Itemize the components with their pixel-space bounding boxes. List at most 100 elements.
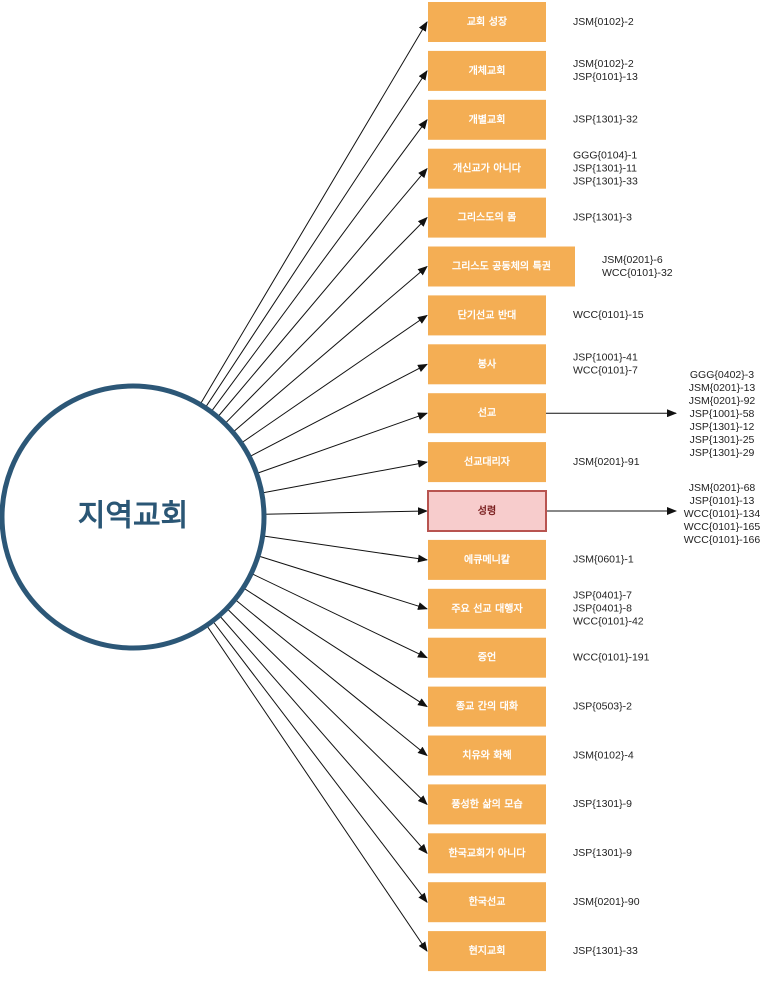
edge-line (219, 615, 428, 855)
edge-line (224, 216, 428, 425)
concept-node-label: 교회 성장 (467, 15, 508, 28)
edge-line (210, 118, 428, 413)
reference-code: JSP{0101}-13 (690, 495, 755, 507)
concept-node[interactable]: 개별교회 (428, 99, 546, 140)
reference-code: JSP{1301}-25 (690, 434, 755, 446)
reference-code: JSP{1301}-9 (573, 798, 632, 810)
reference-list: JSM{0201}-91 (573, 456, 640, 468)
concept-node-box (428, 588, 546, 629)
concept-node-label: 풍성한 삶의 모습 (451, 797, 522, 810)
edge-line (242, 587, 428, 708)
edge-line (199, 21, 428, 405)
concept-node-box (428, 735, 546, 776)
concept-node[interactable]: 선교 (428, 393, 546, 434)
reference-list: JSP{1301}-9 (573, 798, 632, 810)
concept-node[interactable]: 한국교회가 아니다 (428, 833, 546, 874)
reference-code: JSP{1001}-41 (573, 352, 638, 364)
concept-node[interactable]: 증언 (428, 637, 546, 678)
edge-line (204, 70, 428, 408)
reference-code: WCC{0101}-7 (573, 365, 638, 377)
reference-code: JSM{0201}-91 (573, 456, 640, 468)
concept-node-label: 성령 (478, 504, 496, 517)
edge-line (226, 608, 428, 806)
reference-code: JSP{1301}-33 (573, 175, 638, 187)
concept-node[interactable]: 봉사 (428, 344, 546, 385)
edge-line (212, 620, 428, 903)
concept-node-box (428, 148, 546, 189)
reference-list: JSP{1301}-33 (573, 945, 638, 957)
concept-node[interactable]: 풍성한 삶의 모습 (428, 784, 546, 825)
reference-list: JSP{1301}-32 (573, 114, 638, 126)
reference-code: JSM{0201}-6 (602, 254, 663, 266)
reference-code: GGG{0402}-3 (690, 369, 754, 381)
reference-code: WCC{0101}-191 (573, 651, 650, 663)
concept-node[interactable]: 그리스도 공동체의 특권 (428, 246, 575, 287)
concept-node[interactable]: 단기선교 반대 (428, 295, 546, 336)
edge-line (206, 625, 428, 952)
concept-node-box (428, 833, 546, 874)
concept-node[interactable]: 종교 간의 대화 (428, 686, 546, 727)
edge-line (262, 535, 428, 563)
reference-code: JSP{1301}-11 (573, 162, 637, 174)
concept-node[interactable]: 치유와 화해 (428, 735, 546, 776)
concept-node-label: 선교 (478, 406, 496, 419)
reference-code: JSP{0401}-7 (573, 590, 632, 602)
reference-code: JSP{0101}-13 (573, 71, 638, 83)
reference-list: JSP{0503}-2 (573, 700, 632, 712)
concept-node-box (428, 2, 546, 42)
edge-line (256, 412, 428, 474)
hub-node[interactable]: 지역교회 (0, 383, 267, 651)
reference-code: WCC{0101}-134 (684, 508, 761, 520)
reference-code: GGG{0104}-1 (573, 149, 637, 161)
concept-node[interactable]: 현지교회 (428, 931, 546, 972)
concept-node[interactable]: 에큐메니칼 (428, 539, 546, 580)
edge-line (261, 459, 428, 494)
concept-node[interactable]: 선교대리자 (428, 442, 546, 483)
reference-list: GGG{0402}-3JSM{0201}-13JSM{0201}-92JSP{1… (689, 369, 756, 459)
concept-node-label: 개신교가 아니다 (453, 162, 522, 175)
concept-node[interactable]: 한국선교 (428, 882, 546, 923)
concept-node-box (428, 393, 546, 434)
reference-code: JSM{0201}-68 (689, 482, 756, 494)
edge-line (250, 572, 428, 659)
reference-list: JSM{0201}-68JSP{0101}-13WCC{0101}-134WCC… (684, 482, 761, 546)
concept-node-label: 봉사 (478, 357, 497, 370)
reference-list: JSP{1301}-9 (573, 847, 632, 859)
reference-list: JSM{0201}-90 (573, 896, 640, 908)
edge-line (263, 507, 428, 516)
reference-code: JSP{1301}-29 (690, 447, 755, 459)
concept-node-box (428, 637, 546, 678)
concept-node[interactable]: 개체교회 (428, 50, 546, 91)
concept-node[interactable]: 주요 선교 대행자 (428, 588, 546, 629)
reference-code: JSM{0201}-13 (689, 382, 756, 394)
reference-code: WCC{0101}-166 (684, 534, 761, 546)
concept-node-label: 그리스도의 몸 (458, 211, 517, 224)
concept-node[interactable]: 교회 성장 (428, 2, 546, 42)
concept-node[interactable]: 성령 (427, 490, 547, 532)
reference-code: JSM{0201}-92 (689, 395, 756, 407)
reference-code: WCC{0101}-15 (573, 309, 644, 321)
reference-code: WCC{0101}-165 (684, 521, 761, 533)
reference-code: WCC{0101}-42 (573, 616, 644, 628)
reference-code: JSM{0201}-90 (573, 896, 640, 908)
concept-node-box (428, 99, 546, 140)
reference-list: JSM{0102}-2 (573, 16, 634, 28)
concept-node-box (428, 882, 546, 923)
concept-node-box (428, 931, 546, 972)
reference-code: JSP{1301}-3 (573, 211, 632, 223)
concept-node[interactable]: 그리스도의 몸 (428, 197, 546, 238)
reference-list: JSP{1301}-3 (573, 211, 632, 223)
concept-node-box (428, 442, 546, 483)
concept-node-label: 단기선교 반대 (458, 308, 517, 321)
concept-node[interactable]: 개신교가 아니다 (428, 148, 546, 189)
edge-line (217, 167, 428, 418)
reference-list: JSM{0601}-1 (573, 554, 634, 566)
reference-code: JSM{0102}-2 (573, 16, 634, 28)
concept-node-box (428, 50, 546, 91)
reference-code: WCC{0101}-32 (602, 267, 673, 279)
concept-node-box (427, 490, 547, 532)
concept-node-box (428, 295, 546, 336)
